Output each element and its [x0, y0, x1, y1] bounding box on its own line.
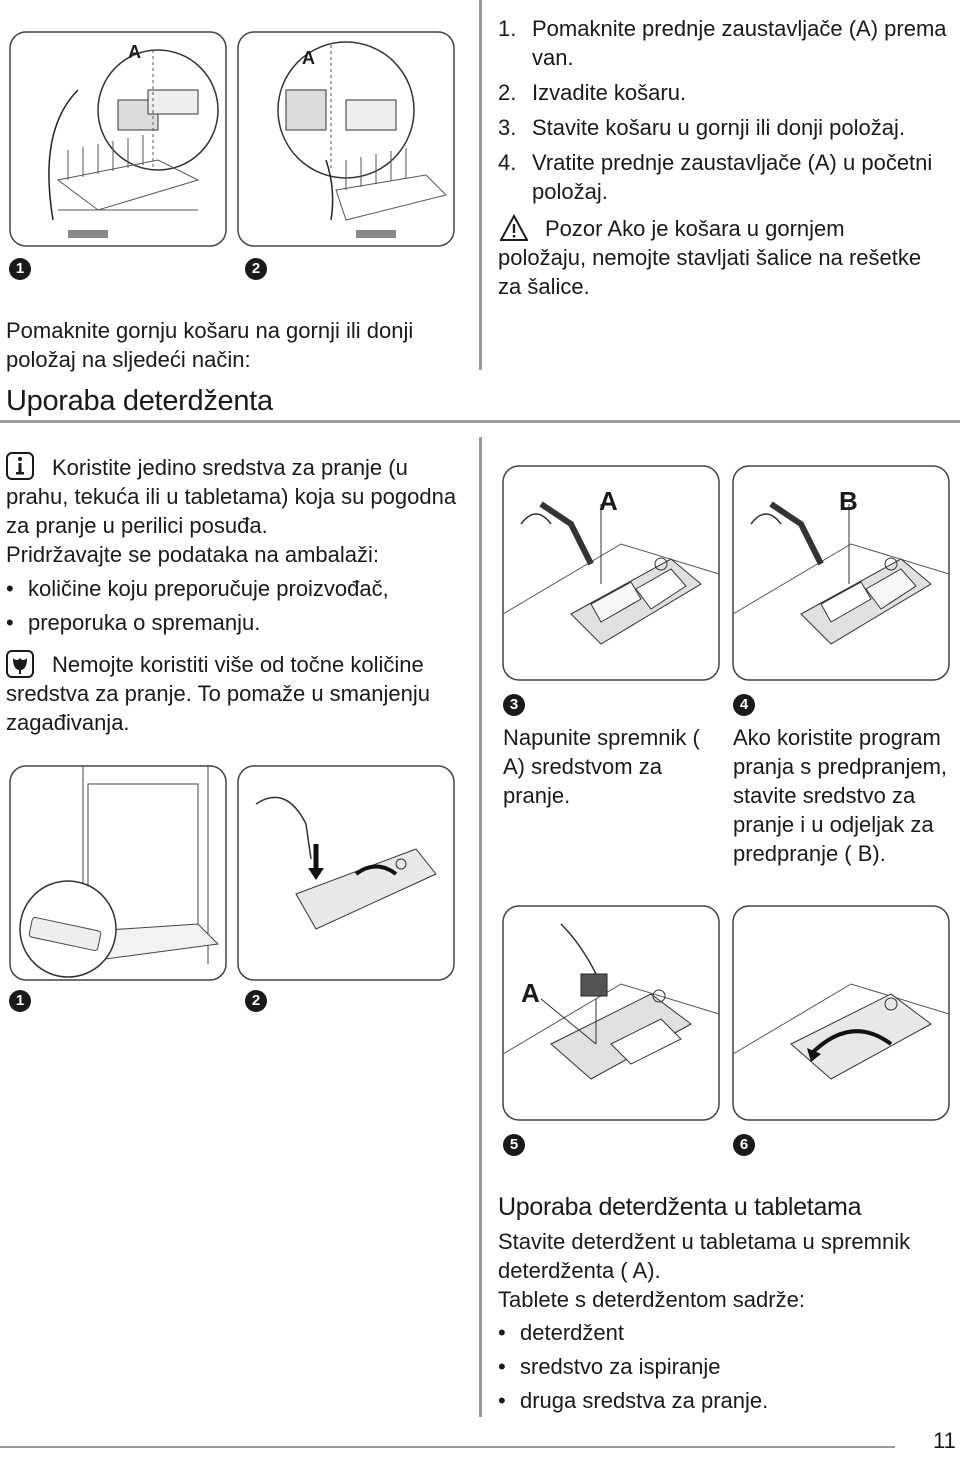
figure-label-a: A: [128, 42, 141, 62]
figure-label-a: A: [521, 978, 540, 1008]
caution-text: Ako je košara u gornjem položaju, nemojt…: [498, 216, 922, 299]
info-icon: [6, 452, 34, 480]
step-item: 2.Izvadite košaru.: [498, 80, 687, 105]
tablet-line2: Tablete s deterdžentom sadrže:: [498, 1287, 805, 1312]
eco-text: Nemojte koristiti više od točne količine…: [6, 652, 430, 735]
list-item: •količine koju preporučuje proizvođač,: [6, 576, 389, 601]
figure-number-1: 1: [9, 990, 31, 1012]
basket-intro-text: Pomaknite gornju košaru na gornji ili do…: [6, 318, 414, 372]
info-line2: Pridržavajte se podataka na ambalaži:: [6, 542, 379, 567]
tablet-section-title: Uporaba deterdženta u tabletama: [498, 1193, 862, 1221]
figure-number-3: 3: [503, 694, 525, 716]
figure-number-1: 1: [9, 258, 31, 280]
figure-label-a: A: [599, 486, 618, 516]
caution-note: Pozor Ako je košara u gornjem položaju, …: [498, 214, 938, 301]
figure-number-4: 4: [733, 694, 755, 716]
figure-label-b: B: [839, 486, 858, 516]
footer-rule: [0, 1446, 895, 1448]
fill-detergent-figure: A: [501, 464, 721, 682]
basket-adjustment-figure: A: [8, 30, 228, 248]
list-item: •druga sredstva za pranje.: [498, 1388, 769, 1413]
caution-label: Pozor: [545, 216, 603, 241]
column-divider-top: [479, 0, 482, 370]
figure-number-5: 5: [503, 1134, 525, 1156]
prewash-detergent-figure: B: [731, 464, 951, 682]
dispenser-open-figure: [236, 764, 456, 982]
basket-steps-list: 1.Pomaknite prednje zaustavljače (A) pre…: [498, 14, 960, 206]
tablet-text: Stavite deterdžent u tabletama u spremni…: [498, 1229, 911, 1283]
step-item: 3.Stavite košaru u gornji ili donji polo…: [498, 115, 905, 140]
section-title: Uporaba deterdženta: [6, 385, 273, 417]
info-text: Koristite jedino sredstva za pranje (u p…: [6, 455, 457, 538]
list-item: •sredstvo za ispiranje: [498, 1354, 721, 1379]
step-item: 4.Vratite prednje zaustavljače (A) u poč…: [498, 150, 933, 204]
figure-number-2: 2: [245, 990, 267, 1012]
figure-number-2: 2: [245, 258, 267, 280]
eco-leaf-icon: [6, 650, 34, 678]
page-number: 11: [933, 1428, 956, 1453]
step-item: 1.Pomaknite prednje zaustavljače (A) pre…: [498, 16, 947, 70]
figure-label-a: A: [302, 48, 315, 68]
tablet-bullets: •deterdžent •sredstvo za ispiranje •drug…: [498, 1318, 958, 1420]
list-item: •preporuka o spremanju.: [6, 610, 261, 635]
dishwasher-door-figure: [8, 764, 228, 982]
section-rule: [0, 420, 960, 423]
list-item: •deterdžent: [498, 1320, 624, 1345]
column-divider-bottom: [479, 437, 482, 1417]
fig4-caption: Ako koristite program pranja s predpranj…: [733, 725, 948, 866]
basket-adjustment-figure-2: A: [236, 30, 456, 248]
warning-triangle-icon: [499, 213, 529, 242]
close-lid-figure: [731, 904, 951, 1122]
info-bullets: •količine koju preporučuje proizvođač, •…: [6, 574, 466, 642]
fig3-caption: Napunite spremnik ( A) sredstvom za pran…: [503, 725, 700, 808]
tablet-insert-figure: A: [501, 904, 721, 1122]
figure-number-6: 6: [733, 1134, 755, 1156]
